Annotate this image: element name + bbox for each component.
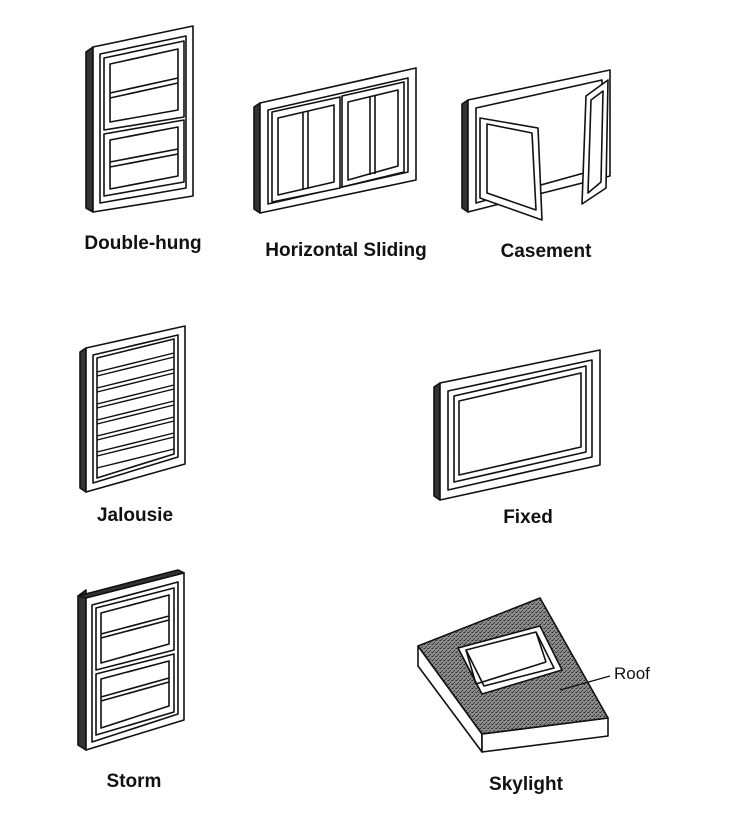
- jalousie-window: [79, 325, 186, 493]
- label-storm: Storm: [106, 771, 162, 792]
- storm-window: [77, 569, 185, 751]
- label-horizontal-sliding: Horizontal Sliding: [265, 240, 427, 261]
- label-fixed: Fixed: [503, 507, 553, 528]
- casement-window: [461, 69, 611, 221]
- horizontal-sliding-window: [253, 67, 417, 214]
- label-jalousie: Jalousie: [96, 505, 174, 526]
- label-roof: Roof: [614, 664, 650, 683]
- label-skylight: Skylight: [489, 774, 563, 795]
- double-hung-window: [85, 25, 194, 213]
- label-casement: Casement: [500, 241, 592, 262]
- fixed-window: [433, 349, 601, 501]
- label-double-hung: Double-hung: [84, 233, 202, 254]
- skylight-window: [417, 597, 611, 753]
